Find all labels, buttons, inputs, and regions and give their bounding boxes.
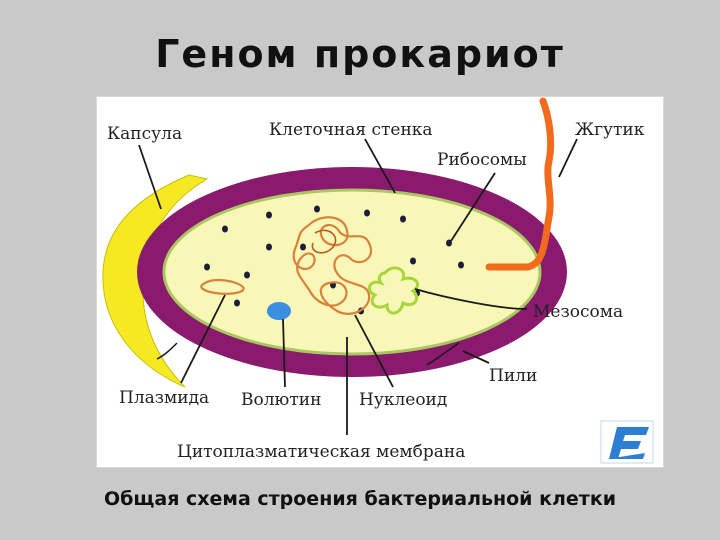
ribosome-dot bbox=[314, 205, 320, 213]
ribosome-dot bbox=[234, 299, 240, 307]
plasmid-leader bbox=[180, 294, 226, 384]
nucleoid-shape bbox=[311, 229, 337, 254]
label-pili: Пили bbox=[489, 366, 537, 386]
nucleoid-leader bbox=[354, 314, 394, 388]
label-cell-wall: Клеточная стенка bbox=[269, 120, 433, 140]
ribosome-dot bbox=[446, 239, 452, 247]
ribosome-dot bbox=[222, 225, 228, 233]
ribosome-dot bbox=[458, 261, 464, 269]
cytoplasm-shape bbox=[162, 188, 542, 356]
label-cytoplasmic-membrane: Цитоплазматическая мембрана bbox=[177, 442, 465, 462]
ribosome-dot bbox=[400, 215, 406, 223]
mesosome-leader bbox=[414, 288, 528, 310]
volutin-leader bbox=[282, 318, 286, 388]
mesosome-shape bbox=[367, 266, 419, 315]
cell-wall-leader bbox=[364, 138, 396, 194]
label-flagellum: Жгутик bbox=[575, 120, 645, 140]
volutin-shape bbox=[267, 302, 291, 320]
nucleoid-shape bbox=[292, 216, 372, 315]
label-plasmid: Плазмида bbox=[119, 388, 209, 408]
ribosome-dot bbox=[300, 243, 306, 251]
bacterial-cell-diagram: Капсула Клеточная стенка Рибосомы Жгутик… bbox=[96, 96, 664, 468]
diagram-caption: Общая схема строения бактериальной клетк… bbox=[103, 488, 617, 510]
ribosome-dot bbox=[244, 271, 250, 279]
slide-title: Геном прокариот bbox=[155, 32, 565, 76]
flagellum-leader bbox=[558, 138, 578, 178]
ribosomes-leader bbox=[450, 172, 496, 242]
ribosome-dot bbox=[266, 211, 272, 219]
label-mesosome: Мезосома bbox=[533, 302, 623, 322]
capsule-leader bbox=[138, 144, 162, 210]
label-ribosomes: Рибосомы bbox=[437, 150, 527, 170]
label-nucleoid: Нуклеоид bbox=[359, 390, 447, 410]
pili-leader bbox=[462, 350, 490, 364]
label-capsule: Капсула bbox=[107, 124, 182, 144]
ribosome-dot bbox=[266, 243, 272, 251]
stylized-letter-logo-icon bbox=[600, 420, 654, 464]
pili-shape bbox=[426, 342, 460, 366]
ribosome-dot bbox=[364, 209, 370, 217]
pili-shape bbox=[156, 342, 178, 360]
label-volutin: Волютин bbox=[241, 390, 321, 410]
flagellum-shape bbox=[485, 97, 555, 271]
plasmid-shape bbox=[200, 278, 245, 295]
ribosome-dot bbox=[204, 263, 210, 271]
ribosome-dot bbox=[410, 257, 416, 265]
